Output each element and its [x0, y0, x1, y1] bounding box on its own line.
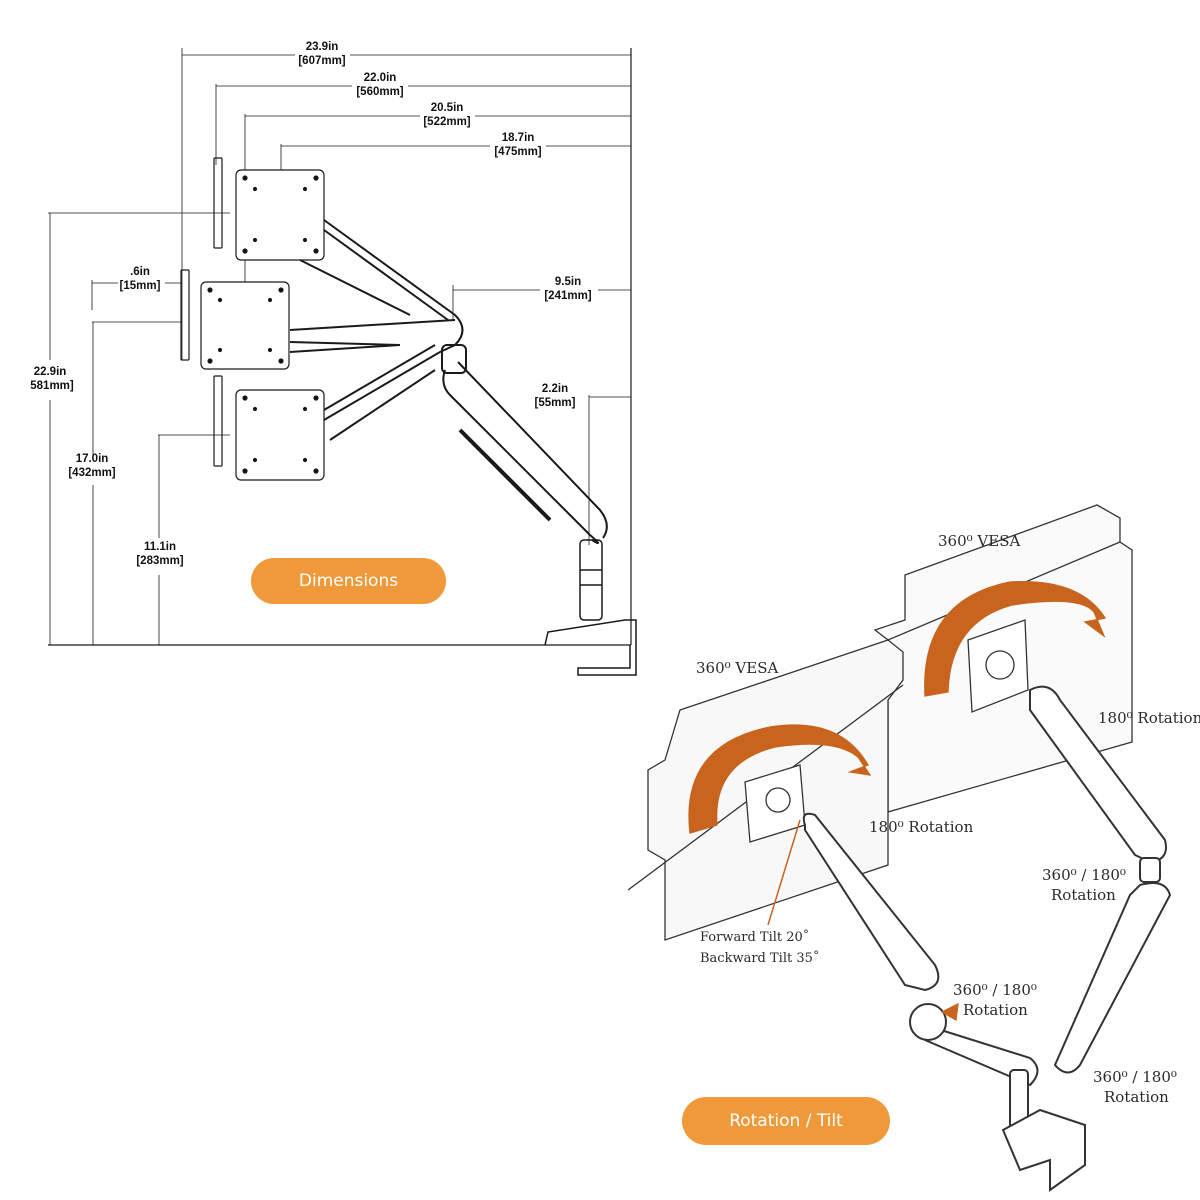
offset-label-in: .6in [130, 266, 150, 278]
lower-arm [441, 344, 608, 545]
rotation-label-elbow-left: 360⁰ / 180⁰ [953, 981, 1037, 999]
vesa-plate-right [967, 619, 1029, 713]
width-label-3-in: 20.5in [431, 102, 464, 114]
vesa-label-right: 360⁰ VESA [938, 532, 1020, 550]
height-label-2-mm: [432mm] [68, 467, 115, 479]
width-label-2-in: 22.0in [364, 72, 397, 84]
reach-label-in: 9.5in [555, 276, 581, 288]
width-label-4-mm: [475mm] [494, 146, 541, 158]
height-label-1-in: 22.9in [34, 366, 67, 378]
width-label-1-in: 23.9in [306, 41, 339, 53]
width-label-3-mm: [522mm] [423, 116, 470, 128]
arm-right [1029, 685, 1172, 1074]
tilt-backward-label: Backward Tilt 35˚ [700, 950, 819, 966]
height-label-1-mm: 581mm] [30, 380, 74, 392]
rotation-label-base-word: Rotation [1104, 1088, 1169, 1106]
width-label-4-in: 18.7in [502, 132, 535, 144]
pointer-arrow-icon [940, 1002, 959, 1022]
rotation-labels: 360⁰ VESA 360⁰ VESA 180⁰ Rotation 180⁰ R… [696, 532, 1200, 1106]
dimensions-diagram [48, 48, 637, 676]
arm-left [802, 812, 1039, 1087]
dimensions-button[interactable]: Dimensions [251, 558, 446, 604]
rotation-label-right-arm: 180⁰ Rotation [1098, 709, 1200, 727]
height-label-3-in: 11.1in [144, 541, 176, 553]
vesa-label-left: 360⁰ VESA [696, 659, 778, 677]
width-label-2-mm: [560mm] [356, 86, 403, 98]
offset-label-mm: [15mm] [120, 280, 161, 292]
pole-label-mm: [55mm] [535, 397, 576, 409]
tilt-forward-label: Forward Tilt 20˚ [700, 929, 809, 945]
center-pole [1001, 1069, 1086, 1192]
pole-and-clamp [544, 539, 637, 676]
rotation-arrow-left-icon [688, 724, 872, 834]
vesa-plate-middle [180, 269, 290, 370]
height-label-3-mm: [283mm] [136, 555, 183, 567]
upper-arm-positions [289, 219, 464, 441]
rotation-diagram [627, 504, 1172, 1192]
reach-label-mm: [241mm] [544, 290, 591, 302]
rotation-label-elbow-right: 360⁰ / 180⁰ [1042, 866, 1126, 884]
width-label-1-mm: [607mm] [298, 55, 345, 67]
rotation-label-elbow-left-word: Rotation [963, 1001, 1028, 1019]
rotation-tilt-button[interactable]: Rotation / Tilt [682, 1097, 890, 1145]
rotation-label-elbow-right-word: Rotation [1051, 886, 1116, 904]
height-label-2-in: 17.0in [76, 453, 109, 465]
rotation-arrow-right-icon [924, 580, 1107, 697]
rotation-label-base: 360⁰ / 180⁰ [1093, 1068, 1177, 1086]
pole-label-in: 2.2in [542, 383, 568, 395]
dimension-labels: 23.9in [607mm] 22.0in [560mm] 20.5in [52… [30, 41, 592, 567]
vesa-plate-bottom [213, 375, 325, 481]
rotation-label-left-arm: 180⁰ Rotation [869, 818, 974, 836]
vesa-plate-top [213, 157, 325, 261]
